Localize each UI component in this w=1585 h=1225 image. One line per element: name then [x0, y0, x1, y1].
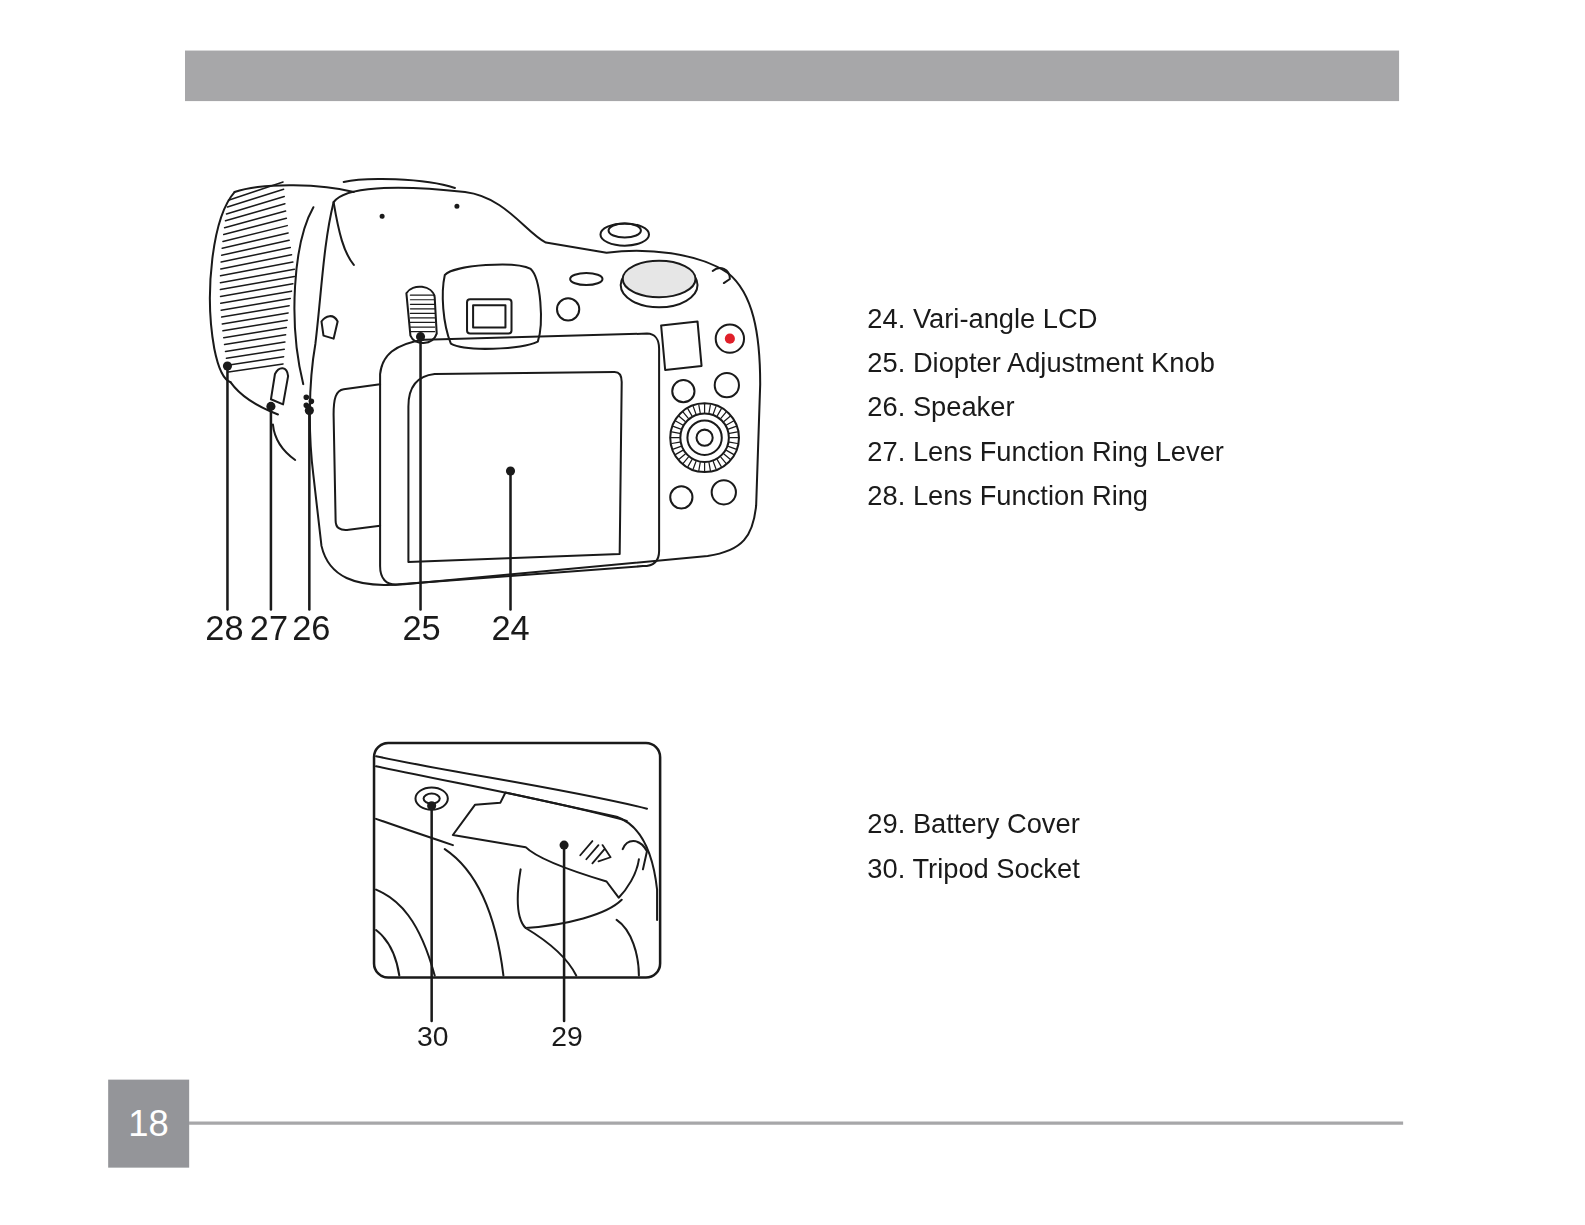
lcd-hinge	[334, 384, 381, 530]
texture-stroke	[683, 412, 688, 418]
texture-stroke	[221, 262, 293, 276]
texture-stroke	[693, 461, 696, 469]
tripod-socket	[415, 787, 447, 809]
texture-stroke	[221, 247, 290, 262]
texture-stroke	[729, 432, 737, 433]
header-bar	[185, 51, 1399, 102]
texture-stroke	[221, 255, 292, 269]
texture-stroke	[410, 331, 434, 332]
texture-stroke	[226, 349, 284, 358]
texture-stroke	[709, 405, 710, 413]
diopter-knob	[406, 287, 436, 343]
texture-stroke	[673, 426, 681, 429]
texture-stroke	[225, 211, 286, 228]
texture-stroke	[704, 404, 705, 412]
texture-stroke	[679, 454, 685, 459]
part-name: 25. Diopter Adjustment Knob	[867, 349, 1214, 376]
texture-stroke	[225, 204, 284, 221]
texture-stroke	[226, 197, 284, 214]
texture-stroke	[410, 317, 434, 318]
part-name: 29. Battery Cover	[867, 810, 1079, 837]
texture-stroke	[222, 306, 290, 317]
texture-stroke	[672, 442, 680, 443]
battery-cover	[453, 793, 657, 920]
texture-stroke	[228, 364, 283, 372]
texture-stroke	[693, 406, 696, 414]
texture-stroke	[410, 313, 434, 314]
part-name: 28. Lens Function Ring	[867, 483, 1148, 510]
callout-number: 27	[250, 611, 288, 645]
page-number: 18	[128, 1105, 168, 1141]
texture-stroke	[683, 457, 688, 463]
texture-stroke	[224, 218, 287, 234]
texture-stroke	[673, 446, 681, 449]
part-name: 26. Speaker	[867, 394, 1014, 421]
page-number-box: 18	[108, 1080, 189, 1168]
callout-number: 30	[417, 1023, 448, 1051]
texture-stroke	[410, 295, 434, 296]
part-name: 24. Vari-angle LCD	[867, 305, 1097, 332]
camera-body	[310, 188, 760, 585]
texture-stroke	[724, 416, 730, 421]
texture-stroke	[721, 412, 726, 418]
texture-stroke	[709, 463, 710, 471]
texture-stroke	[410, 308, 434, 309]
texture-stroke	[688, 409, 692, 416]
texture-stroke	[410, 304, 434, 305]
texture-stroke	[699, 405, 700, 413]
texture-stroke	[410, 299, 434, 300]
texture-stroke	[721, 457, 726, 463]
texture-stroke	[688, 460, 692, 467]
lens-ring-edge	[294, 207, 313, 384]
inset-frame	[374, 743, 660, 978]
lens-base	[273, 425, 295, 460]
texture-stroke	[729, 442, 737, 443]
callout-number: 28	[205, 611, 243, 645]
texture-stroke	[704, 463, 705, 471]
texture-stroke	[221, 298, 290, 310]
part-name: 27. Lens Function Ring Lever	[867, 438, 1224, 465]
part-name: 30. Tripod Socket	[867, 856, 1079, 883]
texture-stroke	[221, 284, 293, 297]
texture-stroke	[679, 416, 685, 421]
texture-stroke	[227, 357, 283, 365]
texture-stroke	[223, 226, 287, 242]
texture-stroke	[410, 326, 434, 327]
callout-number: 25	[402, 611, 440, 645]
texture-stroke	[227, 189, 283, 207]
texture-stroke	[672, 432, 680, 433]
texture-stroke	[726, 421, 733, 425]
texture-stroke	[410, 322, 434, 323]
texture-stroke	[699, 463, 700, 471]
callout-number: 29	[551, 1023, 582, 1051]
texture-stroke	[728, 426, 736, 429]
texture-stroke	[717, 460, 721, 467]
texture-stroke	[220, 269, 294, 282]
footer-rule	[189, 1122, 1403, 1125]
texture-stroke	[717, 409, 721, 416]
texture-stroke	[221, 291, 292, 303]
texture-stroke	[726, 450, 733, 454]
texture-stroke	[724, 454, 730, 459]
texture-stroke	[713, 461, 716, 469]
texture-stroke	[676, 450, 683, 454]
lens-lever	[271, 368, 288, 404]
lens-top	[235, 185, 354, 192]
lcd-screen	[408, 372, 621, 562]
callout-number: 26	[292, 611, 330, 645]
callout-number: 24	[491, 611, 529, 645]
texture-stroke	[671, 437, 679, 438]
texture-stroke	[728, 446, 736, 449]
texture-stroke	[222, 233, 288, 248]
texture-stroke	[222, 240, 290, 255]
strap-lug	[321, 316, 337, 339]
texture-stroke	[220, 277, 294, 290]
vari-angle-lcd	[380, 334, 659, 585]
texture-stroke	[713, 406, 716, 414]
texture-stroke	[730, 437, 738, 438]
texture-stroke	[676, 421, 683, 425]
